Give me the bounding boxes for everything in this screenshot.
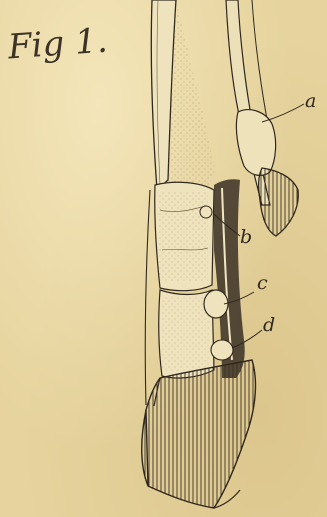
label-a: a	[305, 90, 316, 112]
label-d: d	[263, 314, 275, 336]
label-c: c	[257, 272, 268, 294]
ergot	[259, 168, 299, 236]
tissue-shading	[168, 0, 215, 188]
label-b: b	[240, 226, 252, 248]
coffin-joint	[211, 340, 233, 360]
figure-title: Fig 1.	[7, 21, 109, 68]
